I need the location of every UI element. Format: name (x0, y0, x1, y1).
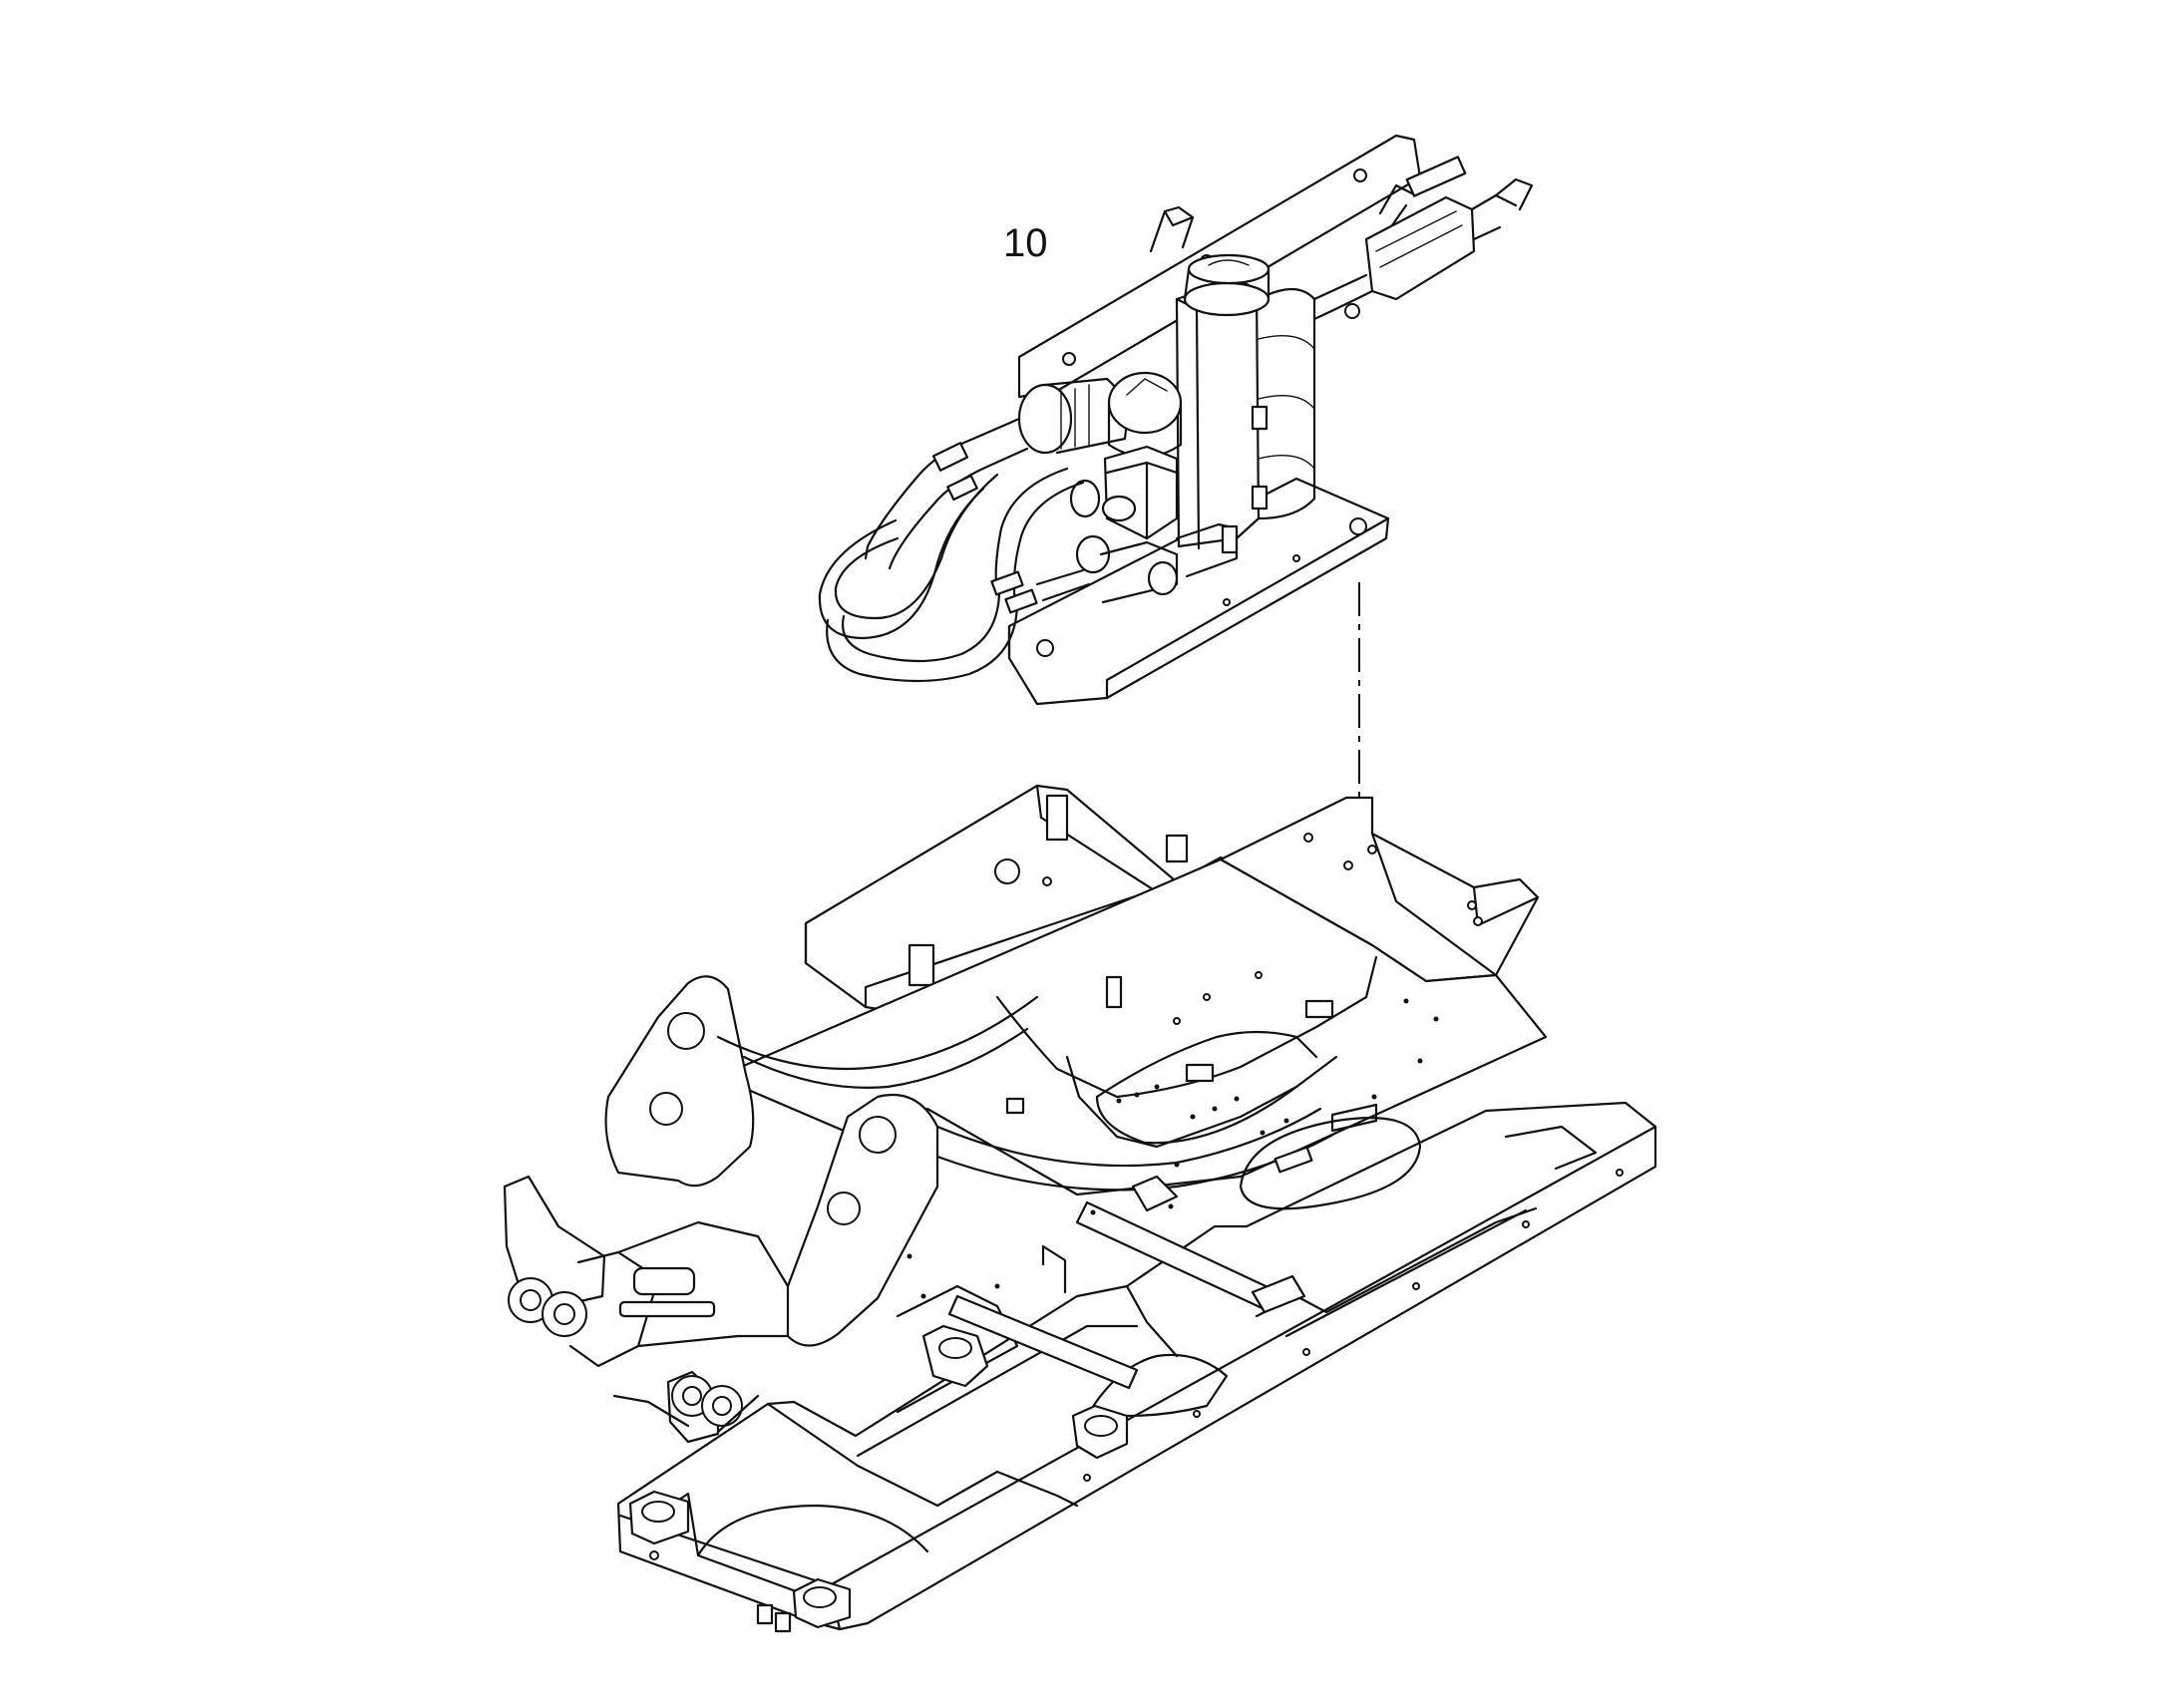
frame-bolt-holes (907, 998, 1439, 1299)
upper-frame (503, 784, 1657, 1633)
main-base-frame (616, 1101, 1657, 1631)
boom-mount-left-plate (604, 975, 755, 1188)
item-callout-label: 10 (1003, 221, 1048, 265)
inspection-opening (1239, 1117, 1422, 1210)
boom-mount-right-plate (786, 1093, 939, 1347)
base-mounting-plate (1007, 477, 1390, 706)
mounting-cups (628, 1324, 1129, 1629)
valve-manifold (1069, 445, 1239, 604)
coolant-hoses (818, 417, 1091, 683)
fluid-heater-unit (1175, 277, 1261, 548)
boom-hinge-knuckles (503, 1175, 790, 1444)
circulation-pump (1017, 371, 1183, 459)
heater-pump-assembly (818, 134, 1534, 706)
